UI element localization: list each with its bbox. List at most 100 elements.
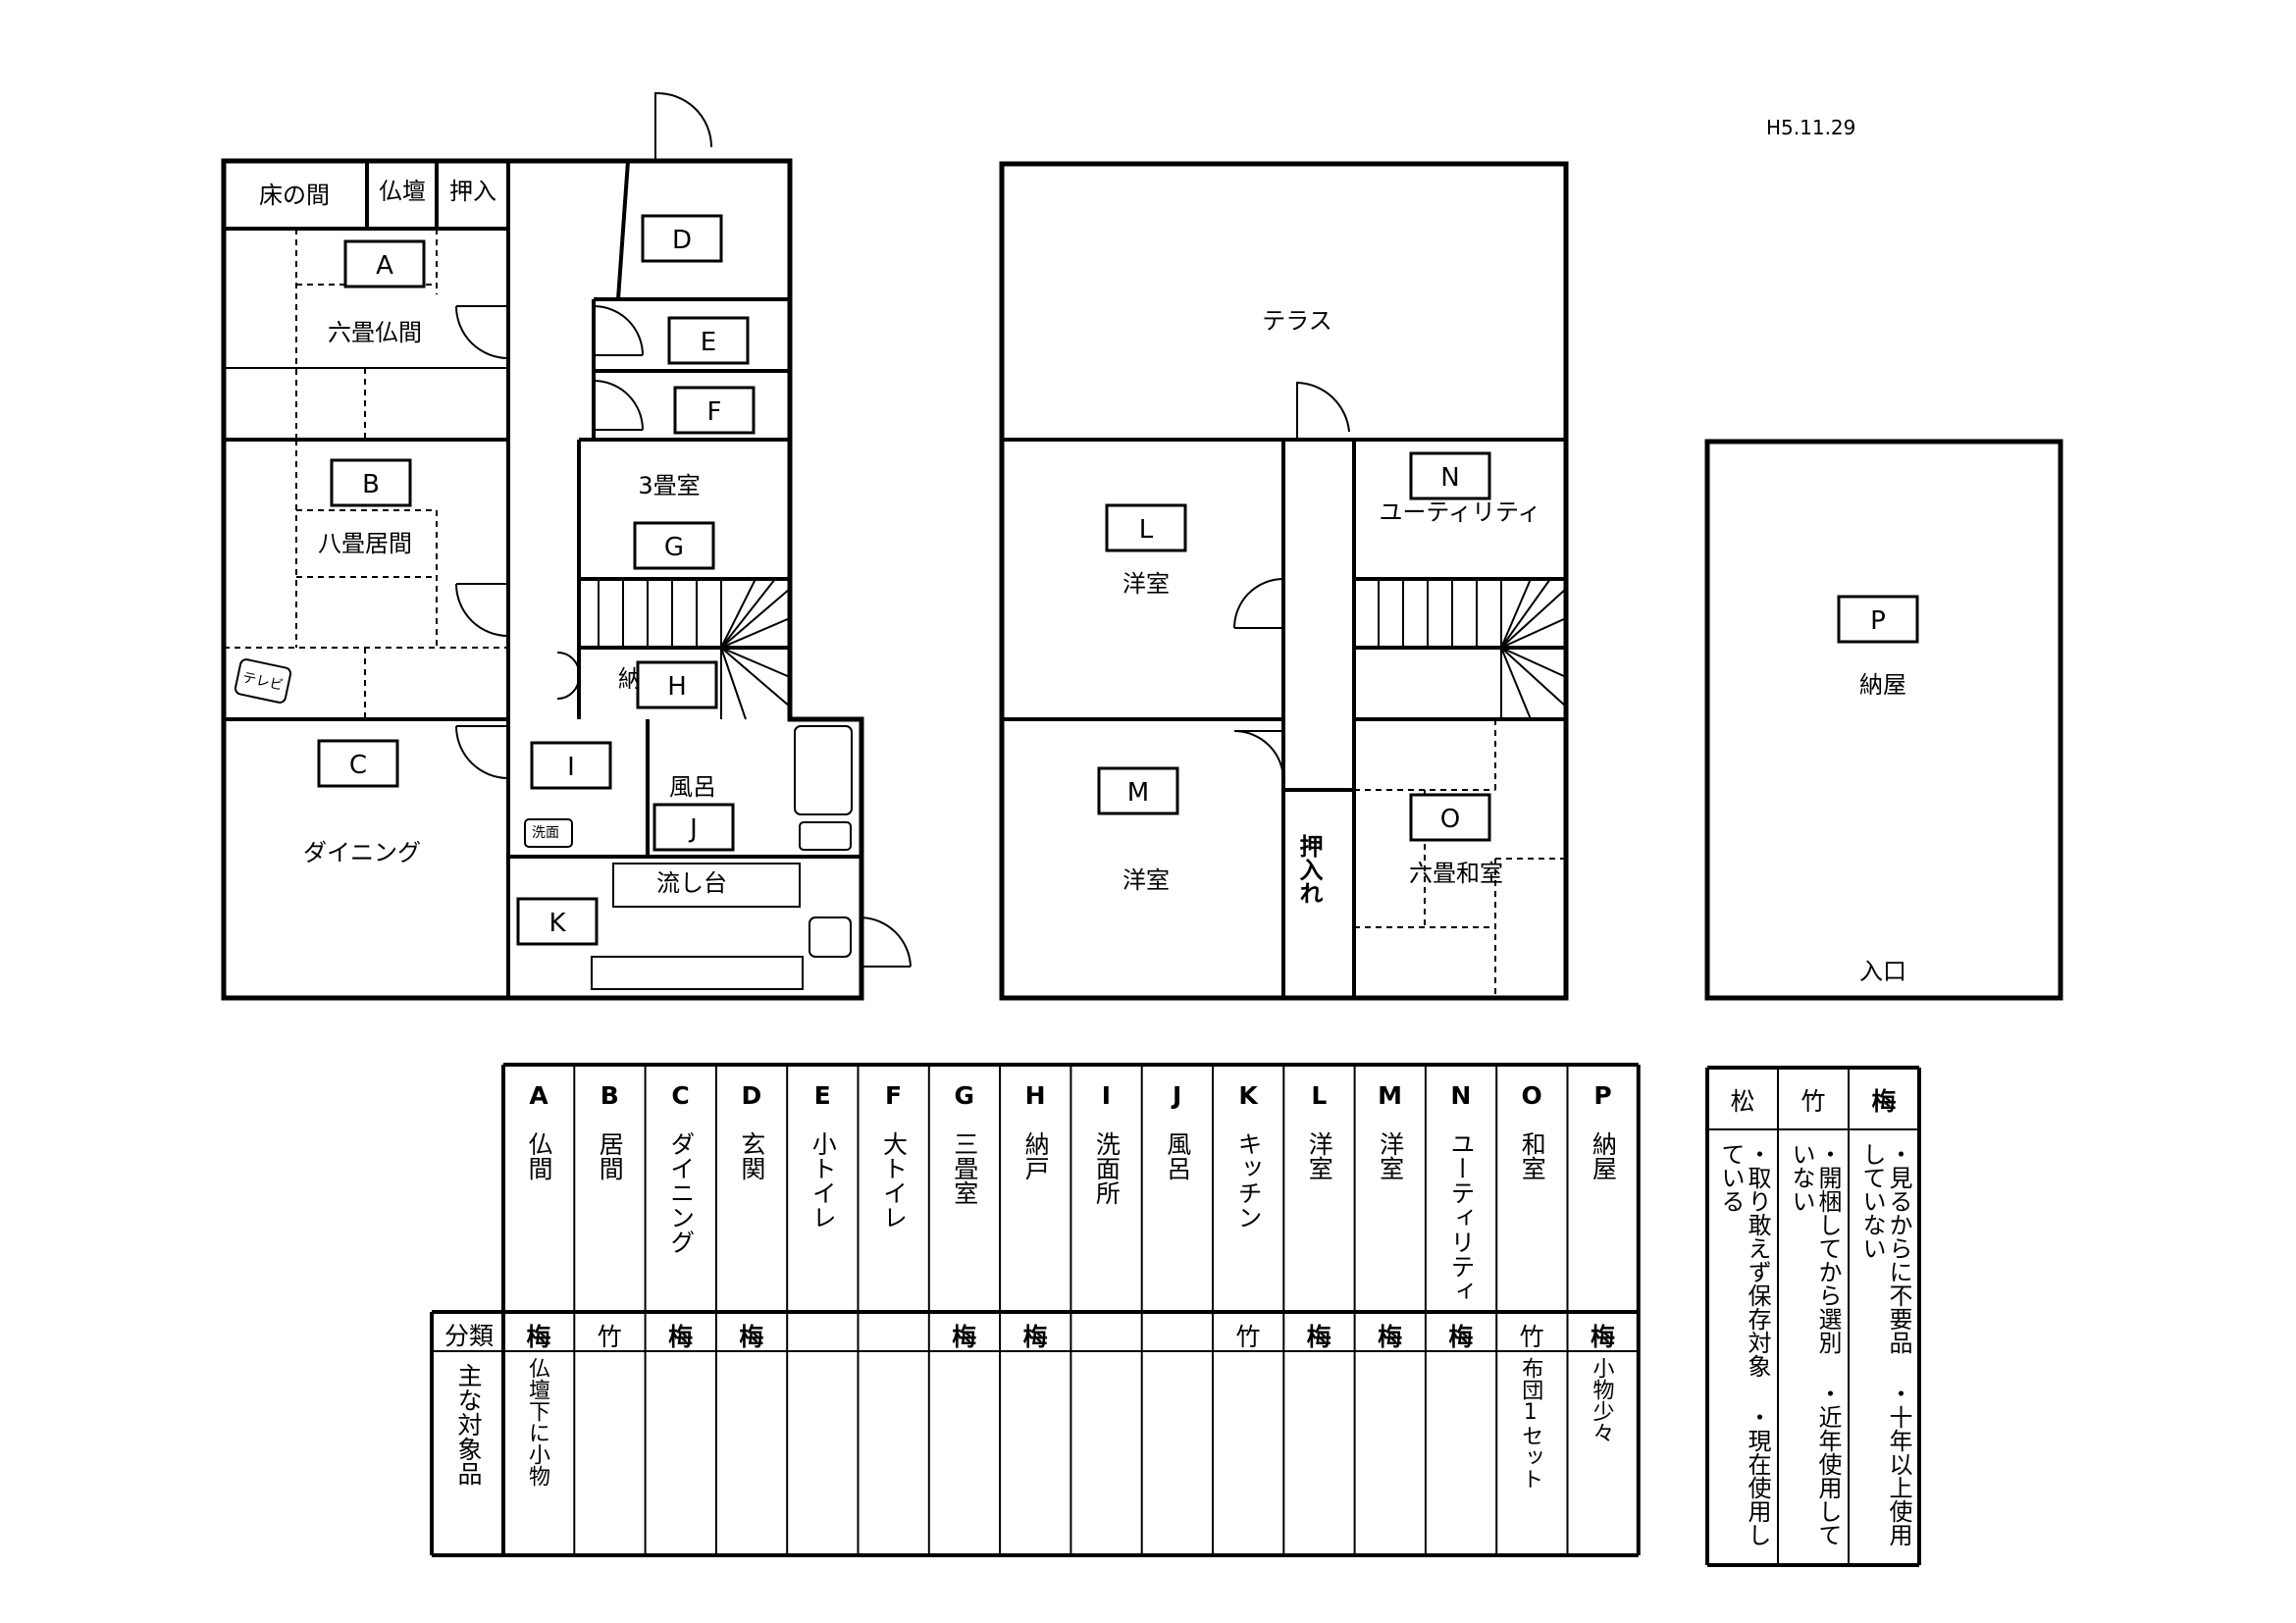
col-letter-h: H (1024, 1081, 1046, 1110)
legend-header-1: 松 (1730, 1087, 1755, 1116)
svg-text:G: G (664, 533, 684, 562)
svg-text:L: L (1139, 515, 1154, 545)
marker-f: F (673, 386, 756, 435)
col-letter-d: D (741, 1081, 762, 1110)
svg-text:O: O (1440, 805, 1460, 834)
doors-2 (1233, 381, 1350, 781)
svg-text:D: D (672, 226, 692, 255)
col-class-d: 梅 (739, 1323, 764, 1351)
label-rokujo: 六畳仏間 (328, 319, 422, 346)
col-class-g: 梅 (952, 1323, 977, 1351)
tv-icon (234, 658, 292, 704)
label-nagashidai: 流し台 (656, 869, 727, 897)
svg-text:J: J (688, 814, 698, 844)
oshiire-2-vertical: 押入れ (1295, 834, 1323, 905)
svg-text:P: P (1870, 606, 1886, 636)
col-name-i: 洗面所 (1092, 1131, 1122, 1205)
col-letter-m: M (1378, 1081, 1403, 1110)
label-yoshitsu-l: 洋室 (1122, 570, 1170, 598)
col-letter-a: A (529, 1081, 548, 1110)
col-name-d: 玄関 (737, 1131, 766, 1180)
document-date: H5.11.29 (1766, 116, 1856, 139)
label-shed: 納屋 (1859, 671, 1906, 699)
col-class-m: 梅 (1378, 1323, 1403, 1351)
doors-1 (455, 91, 912, 968)
legend-desc-3: ・見るからに不要品 ・十年以上使用していない (1858, 1142, 1912, 1546)
col-name-p: 納屋 (1589, 1131, 1618, 1180)
stairs-1 (578, 578, 791, 720)
label-tokonoma: 床の間 (259, 182, 330, 209)
col-letter-i: I (1101, 1081, 1112, 1110)
col-letter-c: C (671, 1081, 690, 1110)
col-letter-e: E (813, 1081, 831, 1110)
col-letter-l: L (1311, 1081, 1328, 1110)
row-label-class: 分類 (444, 1322, 494, 1350)
svg-text:E: E (701, 328, 716, 357)
col-letter-b: B (600, 1081, 619, 1110)
col-name-a: 仏間 (525, 1131, 553, 1180)
floor2-walls (999, 161, 1569, 1001)
label-entrance: 入口 (1859, 958, 1906, 985)
svg-text:A: A (376, 251, 393, 281)
col-class-n: 梅 (1448, 1323, 1474, 1351)
legend-header-3: 梅 (1871, 1087, 1897, 1116)
shed-outline (1704, 439, 2063, 1001)
svg-text:M: M (1127, 778, 1149, 808)
stairs-2 (1378, 578, 1567, 720)
col-name-m: 洋室 (1376, 1131, 1405, 1180)
bath-fixtures (524, 725, 853, 990)
label-butsudan: 仏壇 (379, 178, 426, 205)
col-class-o: 竹 (1519, 1323, 1544, 1351)
label-rokujo-washitsu: 六畳和室 (1409, 860, 1503, 887)
legend-desc-1: ・取り敢えず保存対象 ・現在使用している (1717, 1142, 1771, 1546)
svg-text:F: F (707, 397, 722, 427)
svg-text:K: K (548, 909, 566, 938)
col-letter-f: F (884, 1081, 903, 1110)
label-oshiire: 押入 (449, 178, 496, 205)
marker-j: J (652, 803, 735, 852)
col-name-k: キッチン (1234, 1131, 1263, 1230)
col-name-c: ダイニング (666, 1131, 696, 1254)
col-items-o: 布団1セット (1518, 1357, 1543, 1490)
marker-d: D (641, 214, 723, 263)
label-hachijo: 八畳居間 (318, 530, 412, 557)
label-senmen: 洗面 (532, 825, 559, 841)
marker-c: C (317, 739, 399, 788)
svg-text:N: N (1440, 463, 1459, 493)
col-name-g: 三畳室 (950, 1131, 979, 1205)
legend-header-2: 竹 (1800, 1087, 1826, 1116)
svg-text:B: B (362, 470, 380, 499)
col-name-o: 和室 (1518, 1131, 1547, 1180)
svg-text:I: I (567, 753, 575, 782)
row-label-items: 主な対象品 (454, 1363, 483, 1486)
col-class-k: 竹 (1235, 1323, 1261, 1351)
marker-m: M (1097, 766, 1179, 815)
marker-p: P (1837, 595, 1919, 644)
marker-b: B (330, 458, 412, 507)
marker-n: N (1409, 451, 1491, 500)
col-name-h: 納戸 (1021, 1131, 1051, 1180)
tatami-lines (224, 229, 508, 719)
col-class-h: 梅 (1022, 1323, 1048, 1351)
marker-k: K (516, 897, 599, 946)
col-class-l: 梅 (1306, 1323, 1331, 1351)
col-letter-p: P (1593, 1081, 1612, 1110)
label-yoshitsu-m: 洋室 (1122, 866, 1170, 894)
col-class-p: 梅 (1590, 1323, 1615, 1351)
col-letter-k: K (1238, 1081, 1258, 1110)
label-terrace: テラス (1262, 307, 1332, 335)
col-class-a: 梅 (526, 1323, 551, 1351)
col-name-e: 小トイレ (809, 1131, 838, 1230)
label-furo: 風呂 (669, 773, 716, 801)
legend-desc-2: ・開梱してから選別 ・近年使用していない (1788, 1142, 1842, 1546)
marker-a: A (343, 239, 426, 288)
marker-o: O (1409, 793, 1491, 842)
label-dining: ダイニング (303, 839, 421, 866)
col-class-c: 梅 (668, 1323, 694, 1351)
col-items-p: 小物少々 (1589, 1357, 1614, 1443)
col-name-l: 洋室 (1305, 1131, 1334, 1180)
svg-text:C: C (349, 751, 367, 780)
room-labels: 床の間 仏壇 押入 六畳仏間 八畳居間 ダイニング 3畳室 納 風呂 流し台 テ… (259, 178, 1906, 985)
